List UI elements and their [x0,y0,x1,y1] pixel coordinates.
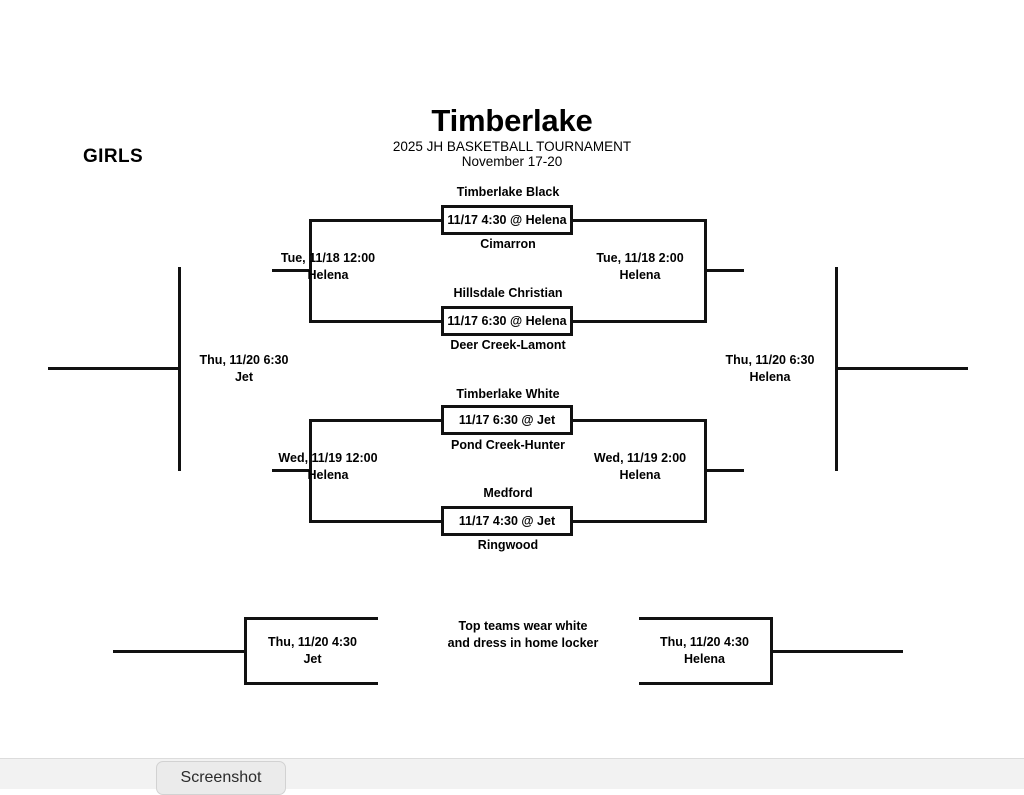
right-final-bracket-stub [835,367,968,370]
upper-right-round-site: Helena [619,268,661,282]
dress-code-note-line2: and dress in home locker [447,636,599,650]
lower-left-round-datetime: Wed, 11/19 12:00 [278,451,378,465]
dress-code-note-line1: Top teams wear white [458,619,588,633]
consolation-right-site: Helena [684,652,725,666]
lower-left-bracket-arm-top [309,419,444,422]
left-final-round-datetime: Thu, 11/20 6:30 [199,353,289,367]
lower-right-bracket-arm-top [572,419,707,422]
game-1-bottom-team: Cimarron [480,237,536,251]
game-3-box[interactable]: 11/17 6:30 @ Jet [441,405,573,435]
left-final-round-site: Jet [234,370,254,384]
consolation-right-stub [772,650,903,653]
tournament-subtitle: 2025 JH BASKETBALL TOURNAMENT [392,139,632,154]
lower-left-round-site: Helena [307,468,349,482]
game-1-top-team: Timberlake Black [456,185,560,199]
right-final-round-site: Helena [749,370,791,384]
tournament-title: Timberlake [431,103,593,138]
screenshot-button[interactable]: Screenshot [156,761,286,795]
tournament-dates: November 17-20 [461,154,563,169]
right-final-round-label: Thu, 11/20 6:30 Helena [670,352,870,386]
right-final-round-datetime: Thu, 11/20 6:30 [725,353,815,367]
game-4-bottom-team: Ringwood [477,538,539,552]
consolation-left-box[interactable]: Thu, 11/20 4:30 Jet [244,617,378,685]
upper-right-round-label: Tue, 11/18 2:00 Helena [540,250,740,284]
lower-left-round-label: Wed, 11/19 12:00 Helena [228,450,428,484]
game-3-bottom-team: Pond Creek-Hunter [451,438,565,452]
upper-right-bracket-arm-top [572,219,707,222]
upper-right-bracket-stub [704,269,744,272]
consolation-left-datetime: Thu, 11/20 4:30 [268,635,357,649]
lower-left-bracket-stub [272,469,312,472]
upper-left-bracket-arm-bottom [309,320,444,323]
game-4-box[interactable]: 11/17 4:30 @ Jet [441,506,573,536]
game-3-top-team: Timberlake White [456,387,560,401]
left-final-round-label: Thu, 11/20 6:30 Jet [144,352,344,386]
bottom-toolbar [0,758,1024,789]
consolation-left-site: Jet [303,652,322,666]
consolation-right-datetime: Thu, 11/20 4:30 [660,635,749,649]
upper-left-bracket-stub [272,269,312,272]
upper-left-round-site: Helena [307,268,349,282]
lower-right-round-label: Wed, 11/19 2:00 Helena [540,450,740,484]
upper-left-round-label: Tue, 11/18 12:00 Helena [228,250,428,284]
dress-code-note: Top teams wear white and dress in home l… [403,618,643,652]
upper-right-round-datetime: Tue, 11/18 2:00 [596,251,684,265]
lower-right-round-datetime: Wed, 11/19 2:00 [593,451,687,465]
left-final-bracket-stub [48,367,181,370]
upper-right-bracket-arm-bottom [572,320,707,323]
consolation-left-stub [113,650,247,653]
game-4-top-team: Medford [483,486,533,500]
game-2-top-team: Hillsdale Christian [453,286,563,300]
game-2-bottom-team: Deer Creek-Lamont [450,338,566,352]
upper-left-bracket-arm-top [309,219,444,222]
lower-left-bracket-arm-bottom [309,520,444,523]
lower-right-round-site: Helena [619,468,661,482]
lower-right-bracket-arm-bottom [572,520,707,523]
upper-left-round-datetime: Tue, 11/18 12:00 [280,251,376,265]
game-2-box[interactable]: 11/17 6:30 @ Helena [441,306,573,336]
game-1-box[interactable]: 11/17 4:30 @ Helena [441,205,573,235]
consolation-right-box[interactable]: Thu, 11/20 4:30 Helena [639,617,773,685]
division-label: GIRLS [83,146,144,167]
lower-right-bracket-stub [704,469,744,472]
